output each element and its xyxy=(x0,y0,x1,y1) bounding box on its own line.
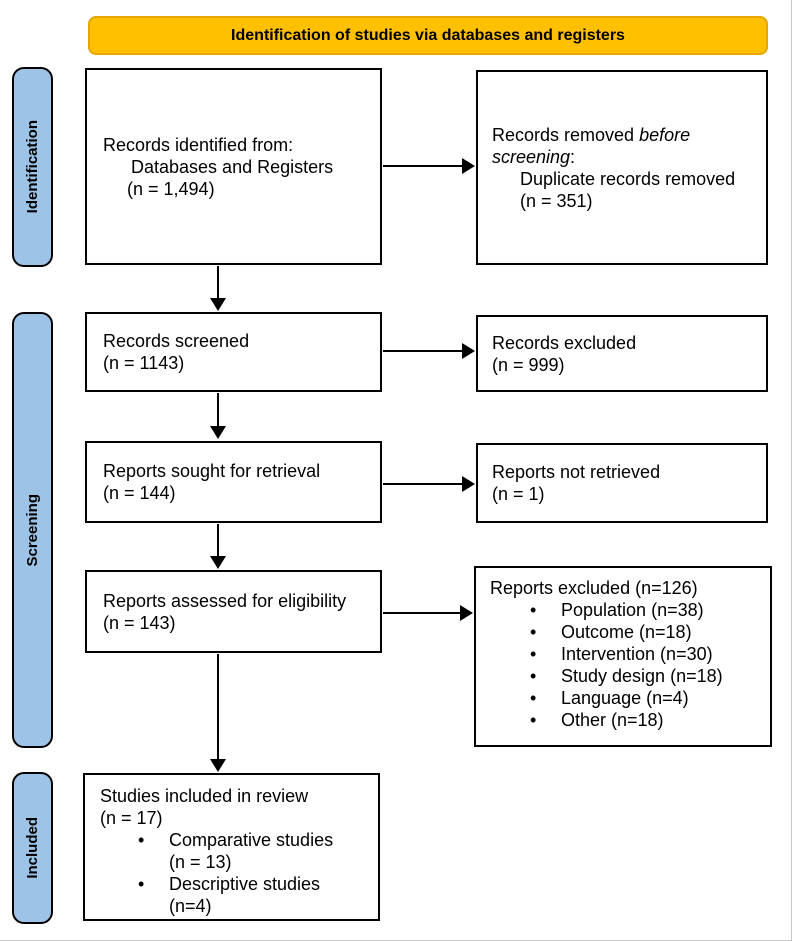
included-study-item: Descriptive studies (n=4) xyxy=(100,873,370,917)
exclusion-reason-item: Population (n=38) xyxy=(490,599,762,621)
arrow-assessed-to-reports-excluded xyxy=(383,605,473,621)
arrow-down-head xyxy=(210,426,226,439)
arrow-down-head xyxy=(210,298,226,311)
box-reports-sought: Reports sought for retrieval (n = 144) xyxy=(85,441,382,523)
box-reports-excluded: Reports excluded (n=126) Population (n=3… xyxy=(474,566,772,747)
arrow-right-head xyxy=(462,476,475,492)
reports-not-retrieved-line1: Reports not retrieved xyxy=(492,462,661,482)
reports-sought-count: (n = 144) xyxy=(103,483,176,503)
stage-bar-identification: Identification xyxy=(12,67,53,267)
records-excluded-count: (n = 999) xyxy=(492,354,565,375)
stage-bar-screening: Screening xyxy=(12,312,53,748)
records-removed-count: (n = 351) xyxy=(520,190,593,211)
arrow-sought-to-assessed xyxy=(210,524,226,569)
exclusion-reason-item: Intervention (n=30) xyxy=(490,643,762,665)
box-studies-included: Studies included in review (n = 17) Comp… xyxy=(83,773,380,921)
arrow-down-head xyxy=(210,556,226,569)
records-excluded-line1: Records excluded xyxy=(492,332,637,353)
arrow-right-head xyxy=(462,343,475,359)
banner-title: Identification of studies via databases … xyxy=(88,16,768,55)
reports-assessed-count: (n = 143) xyxy=(103,612,176,633)
exclusion-reason-item: Other (n=18) xyxy=(490,709,762,731)
arrow-identified-to-screened xyxy=(210,266,226,311)
box-records-identified: Records identified from: Databases and R… xyxy=(85,68,382,265)
included-study-count: (n=4) xyxy=(169,896,212,916)
records-removed-line1: Records removed before screening: xyxy=(492,124,691,167)
arrow-sought-to-not-retrieved xyxy=(383,476,475,492)
records-screened-count: (n = 1143) xyxy=(103,353,185,373)
exclusion-reason-item: Outcome (n=18) xyxy=(490,621,762,643)
included-studies-list: Comparative studies (n = 13) Descriptive… xyxy=(100,829,370,917)
banner-label: Identification of studies via databases … xyxy=(231,26,625,44)
records-removed-line2: Duplicate records removed xyxy=(520,168,736,189)
arrow-down-head xyxy=(210,759,226,772)
arrow-assessed-to-included xyxy=(210,654,226,772)
records-removed-italic: before screening xyxy=(492,124,691,167)
records-identified-line1: Records identified from: xyxy=(103,134,294,155)
arrow-screened-to-excluded xyxy=(383,343,475,359)
arrow-right-head xyxy=(460,605,473,621)
included-study-name: Descriptive studies xyxy=(169,874,321,894)
stage-bar-included: Included xyxy=(12,772,53,924)
records-identified-line2: Databases and Registers xyxy=(131,156,334,177)
exclusion-reason-item: Language (n=4) xyxy=(490,687,762,709)
reports-sought-line1: Reports sought for retrieval xyxy=(103,461,321,481)
reports-excluded-title: Reports excluded (n=126) xyxy=(490,578,698,598)
box-reports-not-retrieved: Reports not retrieved (n = 1) xyxy=(476,443,768,523)
box-records-screened: Records screened (n = 1143) xyxy=(85,312,382,392)
records-identified-count: (n = 1,494) xyxy=(127,178,215,199)
reports-not-retrieved-count: (n = 1) xyxy=(492,484,545,504)
stage-label-identification: Identification xyxy=(24,120,41,214)
box-records-excluded: Records excluded (n = 999) xyxy=(476,315,768,392)
included-study-item: Comparative studies (n = 13) xyxy=(100,829,370,873)
stage-label-included: Included xyxy=(24,817,41,879)
included-study-count: (n = 13) xyxy=(169,852,232,872)
arrow-right-head xyxy=(462,158,475,174)
records-screened-line1: Records screened xyxy=(103,331,250,351)
box-reports-assessed: Reports assessed for eligibility (n = 14… xyxy=(85,570,382,653)
exclusion-reasons-list: Population (n=38) Outcome (n=18) Interve… xyxy=(490,599,762,731)
studies-included-count: (n = 17) xyxy=(100,808,163,828)
included-study-name: Comparative studies xyxy=(169,830,334,850)
studies-included-line1: Studies included in review xyxy=(100,786,309,806)
arrow-identified-to-removed xyxy=(383,158,475,174)
box-records-removed: Records removed before screening: Duplic… xyxy=(476,70,768,265)
exclusion-reason-item: Study design (n=18) xyxy=(490,665,762,687)
arrow-screened-to-sought xyxy=(210,393,226,439)
stage-label-screening: Screening xyxy=(24,493,41,567)
reports-assessed-line1: Reports assessed for eligibility xyxy=(103,590,347,611)
